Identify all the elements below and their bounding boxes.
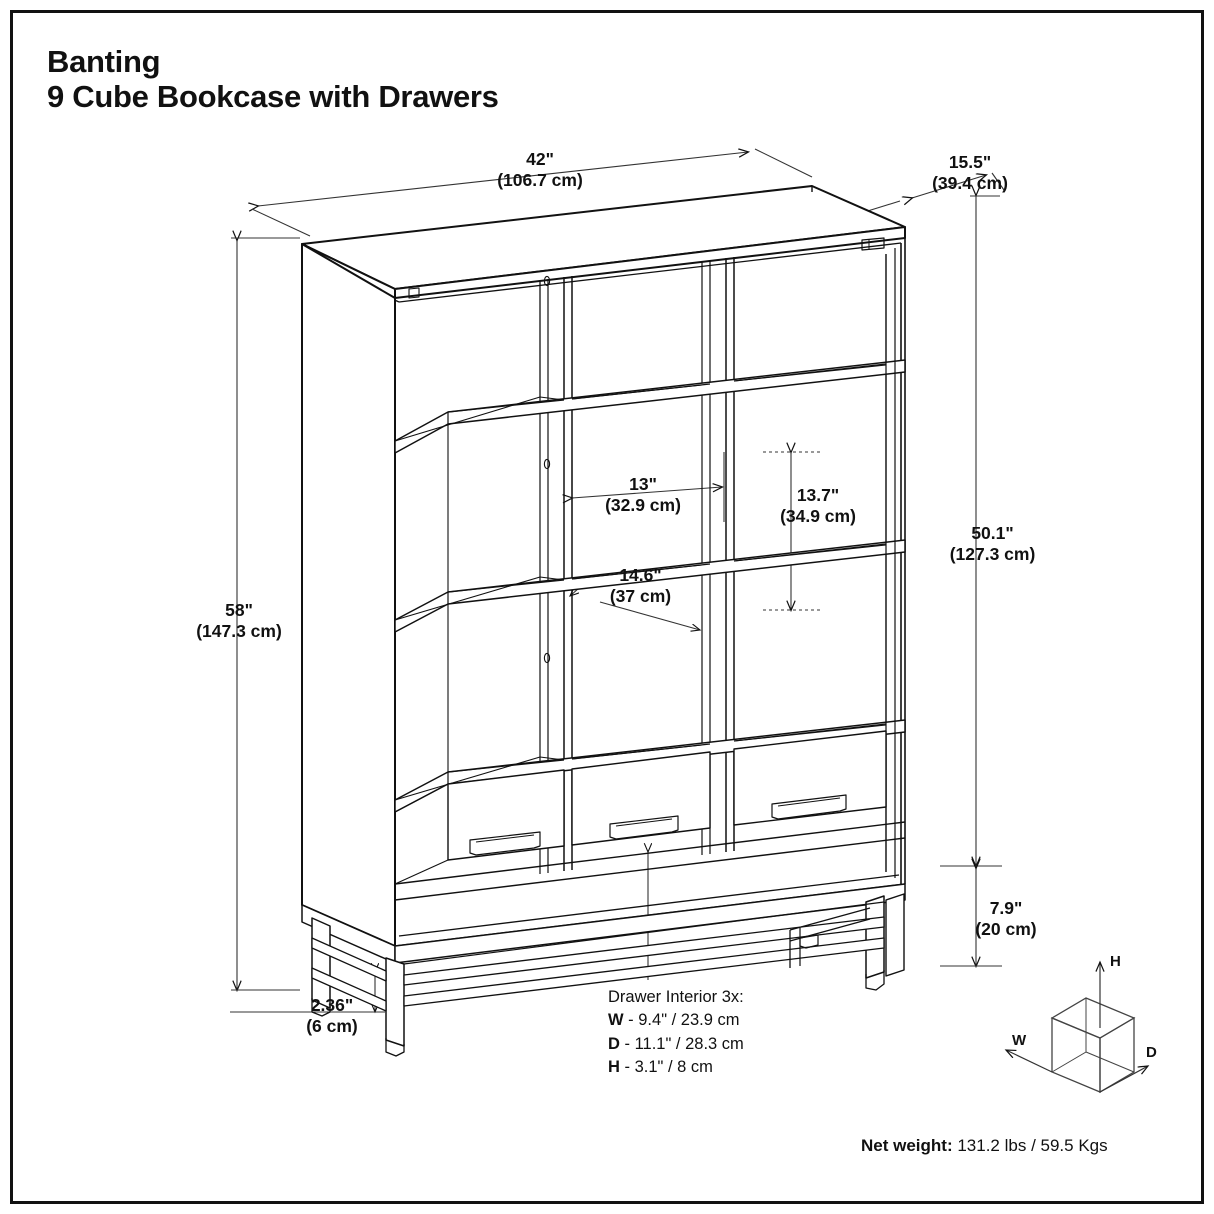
dim-cube-depth: 14.6" (37 cm) [578, 565, 703, 608]
drawer-height-key: H [608, 1058, 620, 1077]
dim-cabinet-height: 50.1" (127.3 cm) [920, 523, 1065, 566]
product-brand: Banting [47, 44, 161, 79]
dim-overall-width-metric: (106.7 cm) [497, 170, 583, 191]
drawer-width-value: - 9.4" / 23.9 cm [628, 1011, 740, 1030]
dim-cube-depth-metric: (37 cm) [609, 586, 672, 607]
dim-cube-width-imperial: 13" [629, 474, 657, 494]
dim-base-height-imperial: 7.9" [989, 898, 1023, 918]
dim-cube-depth-imperial: 14.6" [619, 565, 662, 585]
dim-cube-width: 13" (32.9 cm) [578, 474, 708, 517]
dim-cabinet-height-imperial: 50.1" [971, 523, 1014, 543]
drawer-interior-height-row: H - 3.1" / 8 cm [608, 1056, 744, 1079]
dim-overall-depth-imperial: 15.5" [948, 152, 992, 172]
axis-legend-cube [1050, 997, 1136, 1094]
dim-leg-height-metric: (6 cm) [306, 1016, 358, 1037]
dim-leg-height: 2.36" (6 cm) [272, 995, 392, 1038]
dim-cube-width-metric: (32.9 cm) [605, 495, 681, 516]
drawer-interior-heading: Drawer Interior 3x: [608, 988, 744, 1006]
dim-overall-depth-metric: (39.4 cm) [932, 173, 1008, 194]
dim-base-height: 7.9" (20 cm) [946, 898, 1066, 941]
dim-overall-width: 42" (106.7 cm) [470, 149, 610, 192]
dim-overall-height-metric: (147.3 cm) [196, 621, 282, 642]
page-title: Banting 9 Cube Bookcase with Drawers [47, 44, 499, 115]
drawer-width-key: W [608, 1011, 624, 1030]
axis-label-height: H [1110, 953, 1121, 970]
dim-cube-height: 13.7" (34.9 cm) [748, 485, 888, 528]
drawer-depth-key: D [608, 1034, 620, 1053]
drawer-interior-depth-row: D - 11.1" / 28.3 cm [608, 1033, 744, 1056]
drawer-interior-width-row: W - 9.4" / 23.9 cm [608, 1009, 744, 1032]
net-weight-value: 131.2 lbs / 59.5 Kgs [957, 1136, 1108, 1155]
net-weight: Net weight: 131.2 lbs / 59.5 Kgs [861, 1136, 1108, 1156]
dim-cube-height-metric: (34.9 cm) [780, 506, 856, 527]
dim-cabinet-height-metric: (127.3 cm) [949, 544, 1036, 565]
drawer-interior-callout: Drawer Interior 3x: W - 9.4" / 23.9 cm D… [608, 986, 744, 1080]
axis-label-depth: D [1146, 1044, 1157, 1061]
dim-overall-height: 58" (147.3 cm) [168, 600, 310, 643]
product-name: 9 Cube Bookcase with Drawers [47, 79, 499, 115]
dim-overall-depth: 15.5" (39.4 cm) [900, 152, 1040, 195]
dim-cube-height-imperial: 13.7" [796, 485, 840, 505]
dim-leg-height-imperial: 2.36" [310, 995, 354, 1015]
drawer-height-value: - 3.1" / 8 cm [624, 1058, 713, 1077]
dim-overall-height-imperial: 58" [225, 600, 253, 620]
axis-legend-arrows [1006, 962, 1148, 1093]
drawer-depth-value: - 11.1" / 28.3 cm [624, 1034, 744, 1053]
bookcase-body [301, 185, 906, 1057]
dim-overall-width-imperial: 42" [526, 149, 554, 169]
axis-label-width: W [1012, 1032, 1027, 1049]
dim-base-height-metric: (20 cm) [975, 919, 1037, 940]
net-weight-label: Net weight: [861, 1136, 953, 1155]
